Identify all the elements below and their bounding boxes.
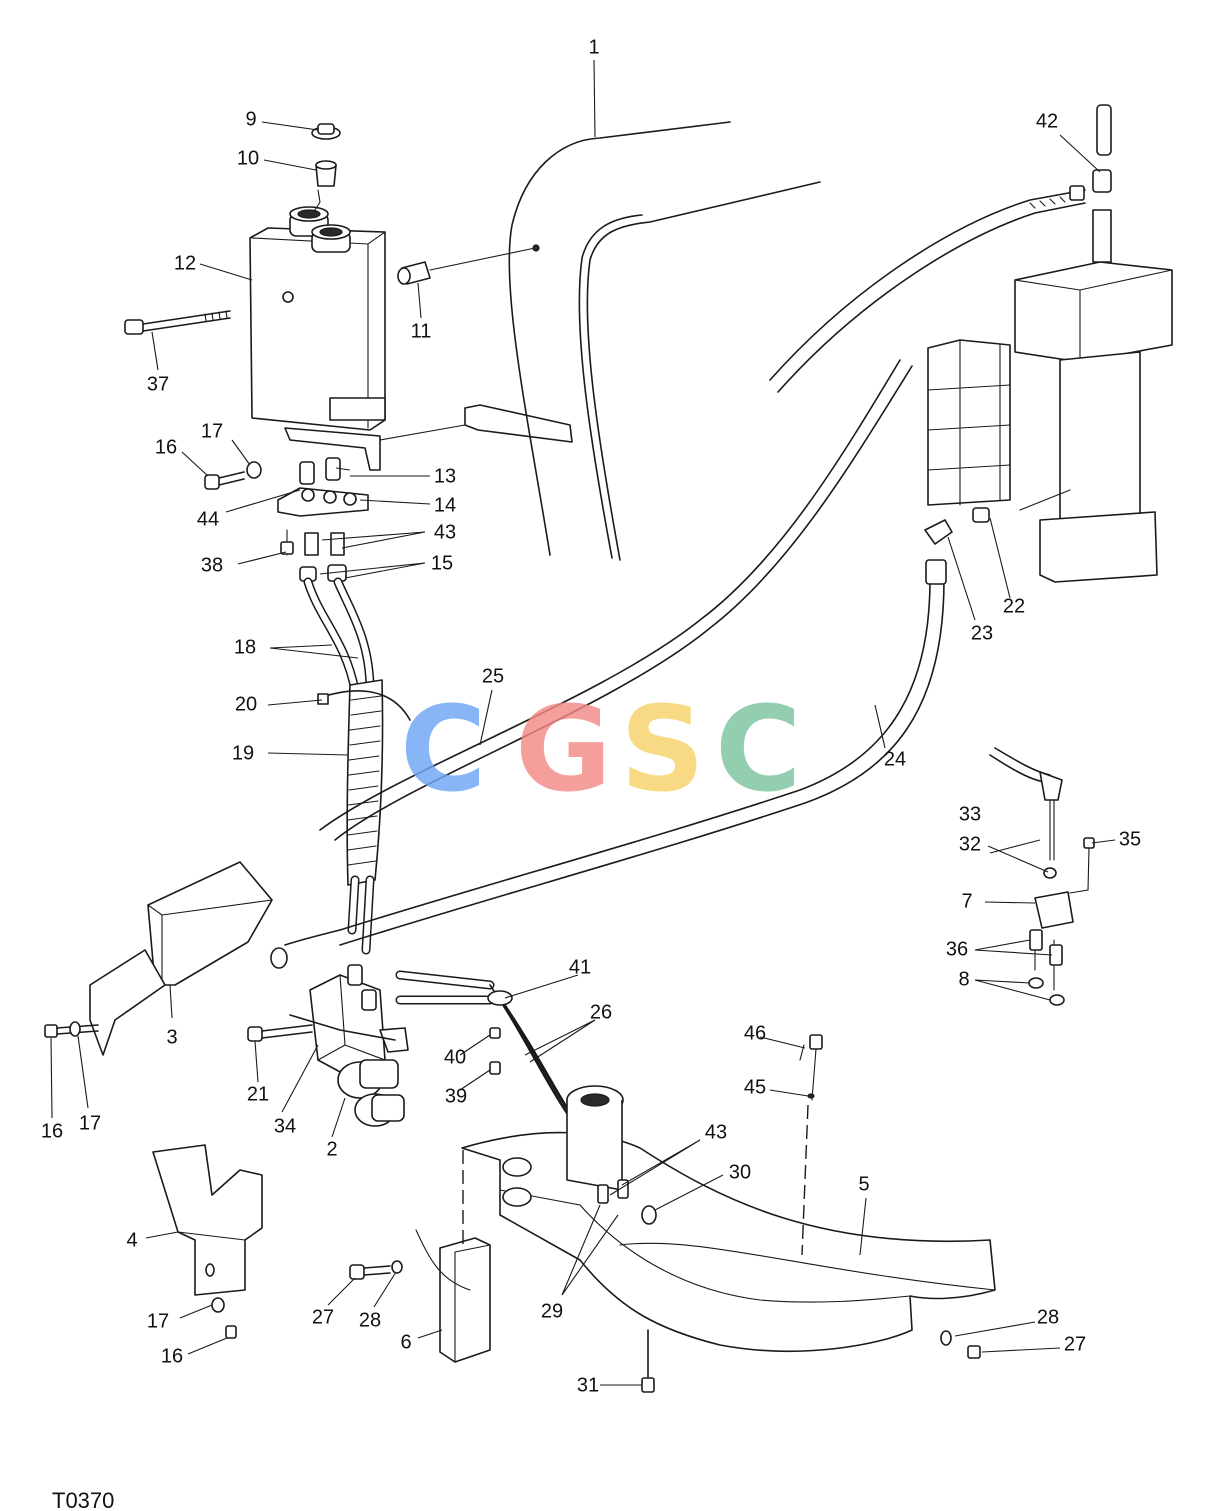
callout-16b: 16 <box>41 1120 63 1142</box>
callout-31: 31 <box>577 1374 599 1396</box>
watermark-letter-c1: C <box>400 680 487 818</box>
callout-14: 14 <box>434 494 456 516</box>
callout-10: 10 <box>237 147 259 169</box>
breather-cap <box>311 123 341 211</box>
callout-35: 35 <box>1119 828 1141 850</box>
callout-1: 1 <box>588 36 599 58</box>
callout-23: 23 <box>971 622 993 644</box>
callout-27b: 27 <box>1064 1333 1086 1355</box>
callout-15: 15 <box>431 552 453 574</box>
callout-46: 46 <box>744 1022 766 1044</box>
bracket-3 <box>44 861 273 1056</box>
callout-6: 6 <box>400 1331 411 1353</box>
pressure-switch <box>989 747 1095 1006</box>
callout-16: 16 <box>155 436 177 458</box>
callout-16c: 16 <box>161 1345 183 1367</box>
callout-4: 4 <box>126 1229 137 1251</box>
callout-17b: 17 <box>79 1112 101 1134</box>
hose-upper-right <box>769 189 1086 393</box>
reservoir-tank <box>249 206 466 471</box>
callout-38: 38 <box>201 554 223 576</box>
callout-13: 13 <box>434 465 456 487</box>
callout-8: 8 <box>958 968 969 990</box>
callout-27a: 27 <box>312 1306 334 1328</box>
callout-22: 22 <box>1003 595 1025 617</box>
main-valve <box>247 929 495 1127</box>
callout-17: 17 <box>201 420 223 442</box>
callout-34: 34 <box>274 1115 296 1137</box>
guard-6 <box>349 1229 491 1363</box>
bolt-37 <box>124 310 231 335</box>
reference-lines <box>462 1104 809 1256</box>
hose-bundle <box>303 577 411 955</box>
callout-3: 3 <box>166 1026 177 1048</box>
callout-43b: 43 <box>705 1121 727 1143</box>
control-valve-bank <box>927 104 1173 583</box>
callout-30: 30 <box>729 1161 751 1183</box>
watermark-letter-g: G <box>515 680 612 818</box>
watermark-letter-s: S <box>620 680 705 818</box>
callout-20: 20 <box>235 693 257 715</box>
cgsc-watermark: C G S C <box>400 680 802 818</box>
callout-2: 2 <box>326 1138 337 1160</box>
callout-28b: 28 <box>1037 1306 1059 1328</box>
callout-9: 9 <box>245 108 256 130</box>
bracket-4 <box>152 1144 263 1339</box>
fittings-upper <box>299 532 347 582</box>
callout-18: 18 <box>234 636 256 658</box>
callout-37: 37 <box>147 373 169 395</box>
callout-24: 24 <box>884 748 906 770</box>
callout-28a: 28 <box>359 1309 381 1331</box>
callout-42: 42 <box>1036 110 1058 132</box>
callout-36: 36 <box>946 938 968 960</box>
callout-40: 40 <box>444 1046 466 1068</box>
callout-11: 11 <box>411 320 432 342</box>
leader-lines <box>50 59 1116 1386</box>
callout-39: 39 <box>445 1085 467 1107</box>
hose-25 <box>319 359 913 841</box>
callout-32: 32 <box>959 833 981 855</box>
callout-33: 33 <box>959 803 981 825</box>
callout-29: 29 <box>541 1300 563 1322</box>
callout-17c: 17 <box>147 1310 169 1332</box>
callout-26: 26 <box>590 1001 612 1023</box>
callout-45: 45 <box>744 1076 766 1098</box>
mounting-plate <box>204 457 369 556</box>
callout-7: 7 <box>961 890 972 912</box>
callout-44: 44 <box>197 508 219 530</box>
boom-frame <box>461 1085 996 1393</box>
callout-41: 41 <box>569 956 591 978</box>
callout-19: 19 <box>232 742 254 764</box>
callout-21: 21 <box>247 1083 269 1105</box>
callout-labels: 1 2 3 4 5 6 7 8 9 10 11 12 13 14 15 16 1… <box>41 36 1141 1396</box>
cab-outline <box>464 121 821 561</box>
callout-12: 12 <box>174 252 196 274</box>
callout-25: 25 <box>482 665 504 687</box>
callout-43a: 43 <box>434 521 456 543</box>
part-46 <box>799 1034 823 1101</box>
callout-5: 5 <box>858 1173 869 1195</box>
figure-code: T0370 <box>52 1488 114 1511</box>
spacer-11 <box>397 244 540 285</box>
hose-24 <box>339 519 953 946</box>
watermark-letter-c2: C <box>715 680 802 818</box>
